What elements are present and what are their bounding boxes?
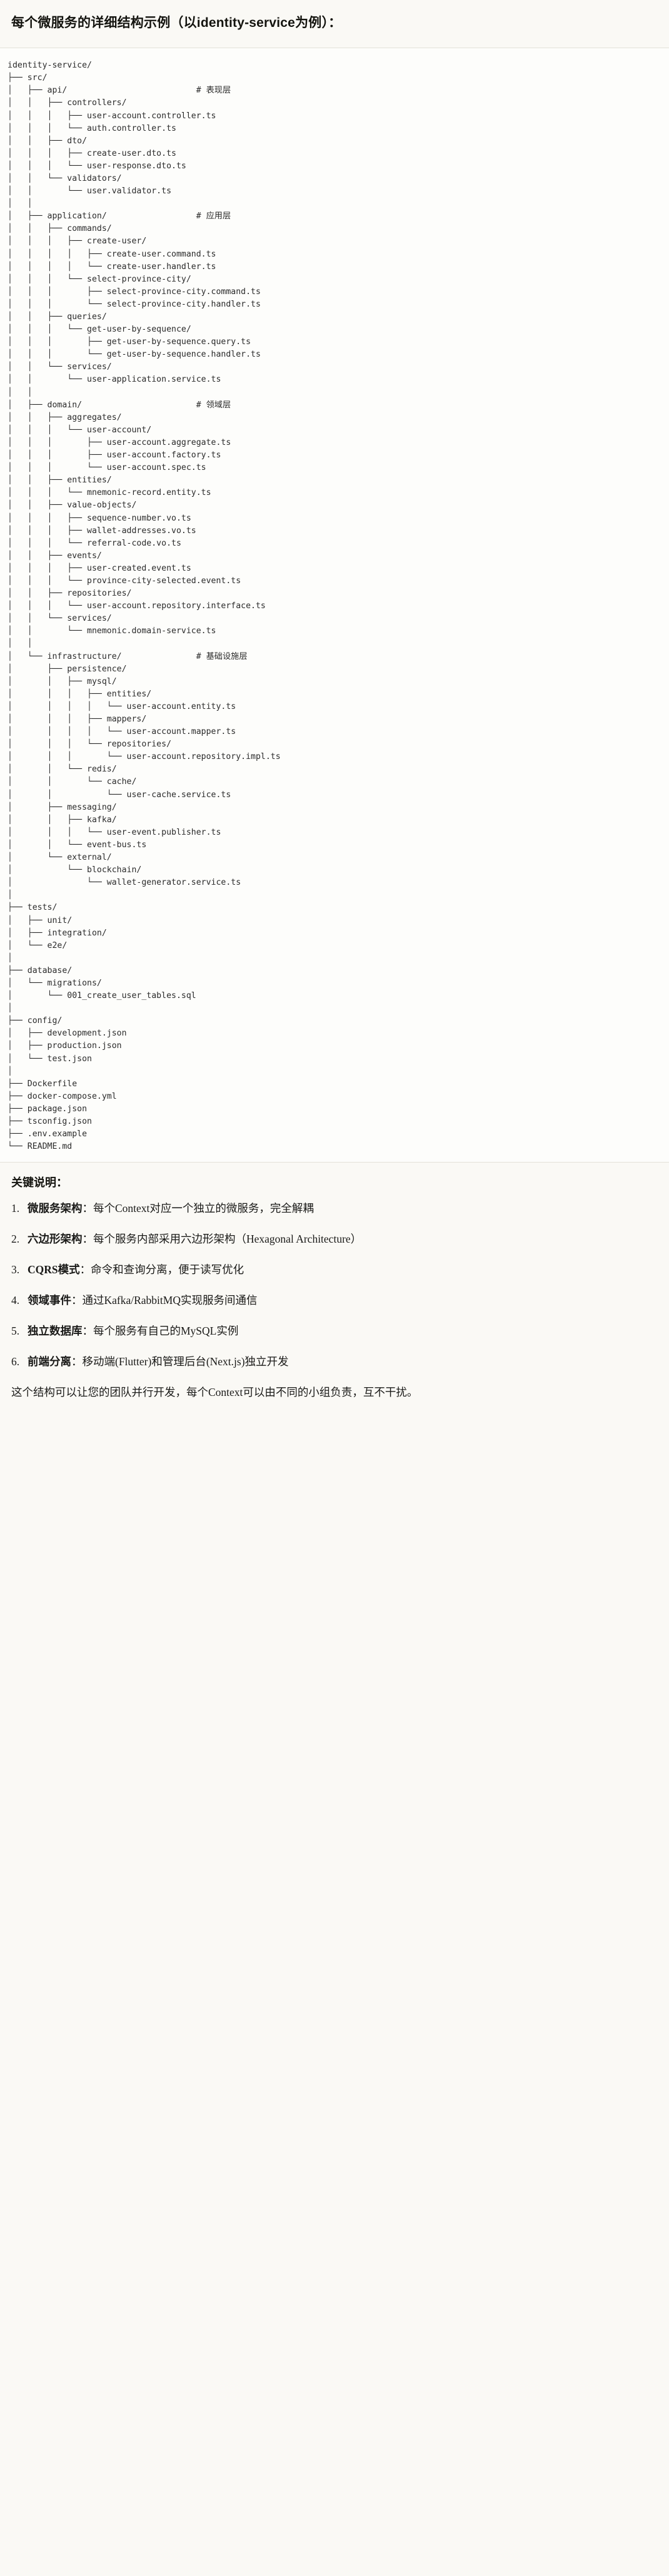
key-point-separator: ： — [82, 1233, 94, 1246]
key-point-description: 通过Kafka/RabbitMQ实现服务间通信 — [82, 1294, 258, 1307]
key-point-term: 六边形架构 — [28, 1233, 83, 1246]
key-point-description: 每个Context对应一个独立的微服务，完全解耦 — [93, 1202, 314, 1215]
key-point-description: 移动端(Flutter)和管理后台(Next.js)独立开发 — [82, 1355, 289, 1368]
key-point-term: 领域事件 — [28, 1294, 71, 1307]
key-point-separator: ： — [79, 1263, 91, 1276]
key-point-term: 微服务架构 — [28, 1202, 83, 1215]
key-points-section: 关键说明： 微服务架构：每个Context对应一个独立的微服务，完全解耦六边形架… — [0, 1163, 669, 1418]
key-point-separator: ： — [82, 1325, 94, 1338]
key-point-term: CQRS模式 — [28, 1263, 80, 1276]
key-point-description: 每个服务有自己的MySQL实例 — [93, 1325, 239, 1338]
key-point-item: CQRS模式：命令和查询分离，便于读写优化 — [11, 1261, 658, 1278]
page-title: 每个微服务的详细结构示例（以identity-service为例）： — [11, 16, 342, 31]
tree-divider — [0, 1162, 669, 1163]
key-point-item: 独立数据库：每个服务有自己的MySQL实例 — [11, 1323, 658, 1339]
key-point-item: 前端分离：移动端(Flutter)和管理后台(Next.js)独立开发 — [11, 1353, 658, 1370]
key-point-term: 前端分离 — [28, 1355, 71, 1368]
key-points-title: 关键说明： — [11, 1176, 68, 1189]
key-point-separator: ： — [71, 1355, 83, 1368]
key-point-item: 六边形架构：每个服务内部采用六边形架构（Hexagonal Architectu… — [11, 1231, 658, 1247]
directory-tree-block: identity-service/ ├── src/ │ ├── api/ # … — [0, 48, 669, 1163]
key-points-list: 微服务架构：每个Context对应一个独立的微服务，完全解耦六边形架构：每个服务… — [11, 1200, 658, 1370]
document-page: 每个微服务的详细结构示例（以identity-service为例）： ident… — [0, 9, 669, 1419]
key-points-footnote: 这个结构可以让您的团队并行开发，每个Context可以由不同的小组负责，互不干扰… — [11, 1386, 418, 1399]
key-point-item: 领域事件：通过Kafka/RabbitMQ实现服务间通信 — [11, 1292, 658, 1308]
directory-tree: identity-service/ ├── src/ │ ├── api/ # … — [8, 61, 281, 1152]
key-point-term: 独立数据库 — [28, 1325, 83, 1338]
key-point-separator: ： — [82, 1202, 94, 1215]
key-point-separator: ： — [71, 1294, 83, 1307]
key-point-description: 命令和查询分离，便于读写优化 — [91, 1263, 244, 1276]
key-point-item: 微服务架构：每个Context对应一个独立的微服务，完全解耦 — [11, 1200, 658, 1216]
key-point-description: 每个服务内部采用六边形架构（Hexagonal Architecture） — [93, 1233, 362, 1246]
